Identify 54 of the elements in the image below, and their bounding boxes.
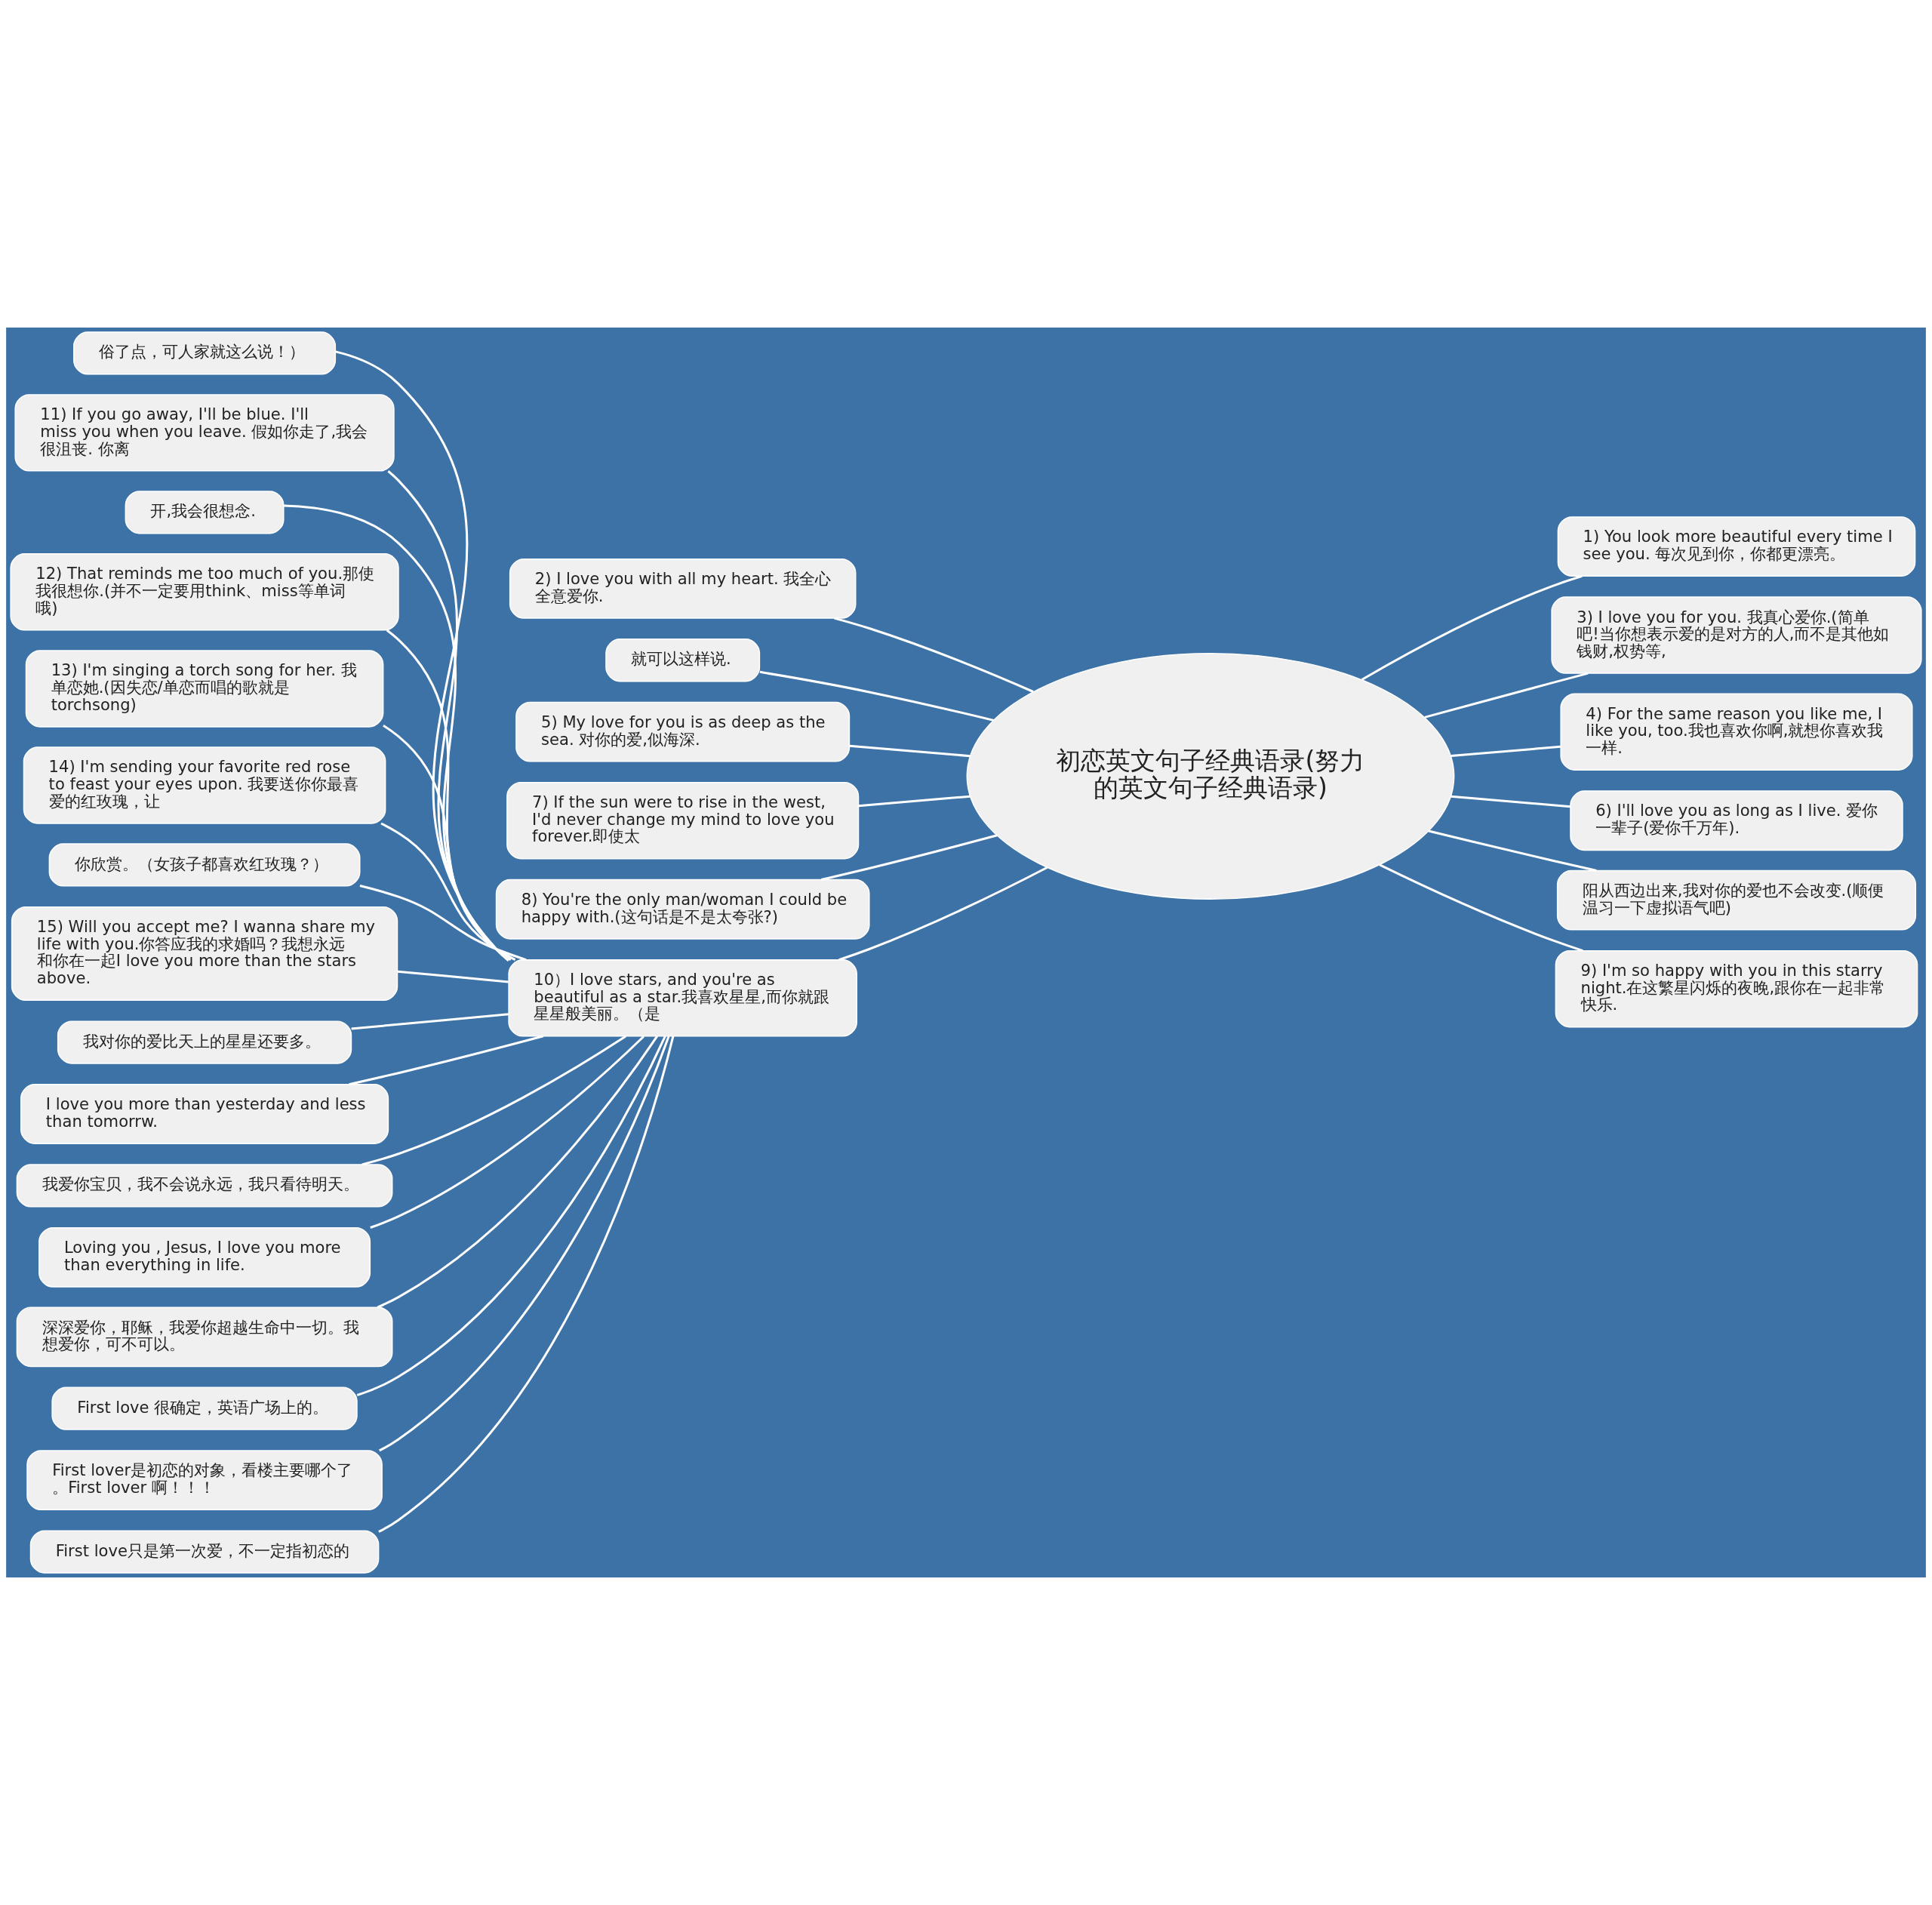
connector [335, 350, 509, 962]
node-box: 开,我会很想念. [125, 491, 285, 534]
node-box: 10）I love stars, and you're as beautiful as a star.我喜欢星星,而你就跟星星般美丽。（是 [508, 959, 857, 1037]
connector [380, 822, 516, 961]
connector [370, 1036, 645, 1229]
node-box: 12) That reminds me too much of you.那使我很想你.(并不一定要用think、miss等单词哦) [10, 553, 399, 631]
node-box: 15) Will you accept me? I wanna share my life with you.你答应我的求婚吗？我想永远和你在一起I love you more than the stars above. [11, 906, 398, 1002]
connector [377, 1036, 658, 1309]
node-box: 深深爱你，耶稣，我爱你超越生命中一切。我想爱你，可不可以。 [16, 1306, 393, 1368]
node-box: Loving you , Jesus, I love you more than everything in life. [38, 1226, 371, 1288]
connector [759, 670, 994, 722]
node-box: First love 很确定，英语广场上的。 [51, 1386, 358, 1430]
connector [378, 1036, 675, 1533]
connector [838, 866, 1048, 962]
node-box: 7) If the sun were to rise in the west, I'd never change my mind to love you forever.即使太 [506, 781, 860, 860]
connector [361, 1035, 626, 1166]
connector [1379, 863, 1583, 952]
node-box: 4) For the same reason you like me, I like you, too.我也喜欢你啊,就想你喜欢我一样. [1560, 693, 1913, 771]
node-box: First lover是初恋的对象，看楼主要哪个了。First lover 啊！！！ [26, 1450, 383, 1511]
connector [849, 744, 971, 758]
node-box: 就可以这样说. [605, 639, 761, 682]
node-box: 2) I love you with all my heart. 我全心全意爱你. [509, 558, 857, 619]
node-box: 我对你的爱比天上的星星还要多。 [57, 1020, 352, 1064]
connector [379, 1036, 670, 1452]
connector [387, 470, 509, 962]
connector [1424, 672, 1589, 719]
connector [383, 724, 512, 961]
node-box: 6) I'll love you as long as I live. 爱你一辈子(爱你千万年). [1570, 790, 1903, 851]
connector [858, 795, 971, 808]
node-box: 1) You look more beautiful every time I see you. 每次见到你，你都更漂亮。 [1557, 516, 1916, 577]
node-box: 13) I'm singing a torch song for her. 我单恋她.(因失恋/单恋而唱的歌就是torchsong) [25, 650, 384, 728]
node-box: 14) I'm sending your favorite red rose to feast your eyes upon. 我要送你你最喜爱的红玫瑰，让 [23, 746, 386, 824]
node-box: 3) I love you for you. 我真心爱你.(简单吧!当你想表示爱的是对方的人,而不是其他如钱财,权势等, [1551, 596, 1922, 674]
connector [351, 1013, 509, 1030]
connector [1451, 795, 1571, 808]
connector [356, 1036, 666, 1396]
connector [349, 1035, 544, 1086]
node-box: 8) You're the only man/woman I could be happy with.(这句话是不是太夸张?) [495, 879, 870, 940]
node-box: 你欣赏。（女孩子都喜欢红玫瑰？） [48, 843, 361, 887]
connector [834, 617, 1034, 693]
connector [1361, 574, 1583, 681]
node-ellipse: 初恋英文句子经典语录(努力的英文句子经典语录) [966, 652, 1455, 900]
node-box: 我爱你宝贝，我不会说永远，我只看待明天。 [16, 1164, 393, 1208]
node-box: I love you more than yesterday and less than tomorrw. [20, 1084, 389, 1144]
node-box: 俗了点，可人家就这么说！） [73, 331, 337, 375]
connector [397, 970, 509, 983]
node-box: First love只是第一次爱，不一定指初恋的 [29, 1530, 380, 1574]
node-box: 5) My love for you is as deep as the sea. 对你的爱,似海深. [515, 701, 851, 762]
connector [1428, 829, 1597, 872]
node-box: 阳从西边出来,我对你的爱也不会改变.(顺便温习一下虚拟语气吧) [1556, 869, 1917, 931]
connector [359, 885, 527, 962]
node-box: 11) If you go away, I'll be blue. I'll miss you when you leave. 假如你走了,我会很沮丧. 你离 [14, 394, 395, 472]
connector [1451, 745, 1561, 758]
node-box: 9) I'm so happy with you in this starry night.在这繁星闪烁的夜晚,跟你在一起非常快乐. [1555, 950, 1918, 1028]
